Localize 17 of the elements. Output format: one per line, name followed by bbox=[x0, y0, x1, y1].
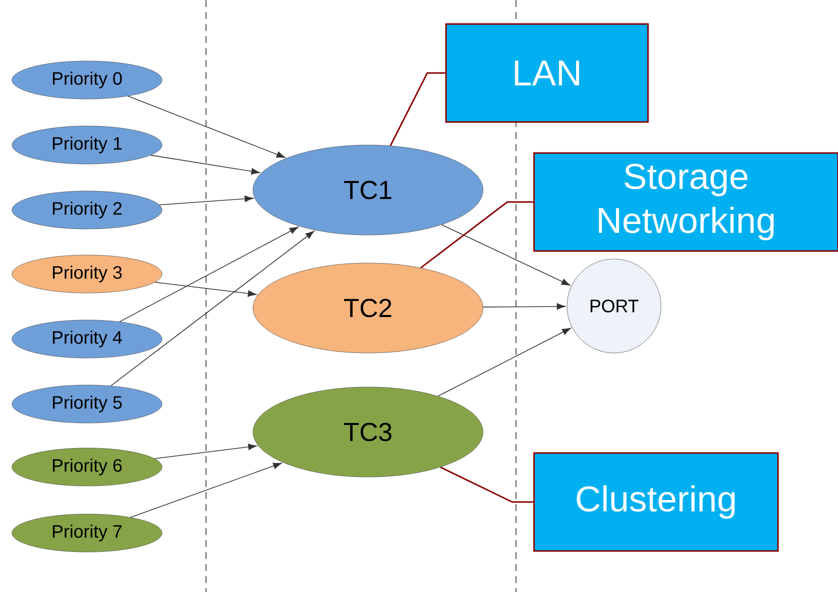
arrow bbox=[482, 303, 566, 310]
arrow bbox=[159, 196, 254, 206]
arrow bbox=[110, 230, 314, 386]
arrow bbox=[441, 224, 570, 286]
arrow bbox=[438, 328, 571, 397]
arrow bbox=[119, 226, 298, 322]
arrow bbox=[150, 154, 260, 175]
leader-line bbox=[440, 466, 534, 503]
arrow bbox=[154, 444, 257, 459]
arrow bbox=[154, 282, 257, 297]
callout-box: Clustering bbox=[533, 452, 779, 552]
callout-box: LAN bbox=[445, 23, 649, 123]
arrow bbox=[128, 96, 286, 158]
leader-line bbox=[420, 201, 534, 268]
arrow bbox=[130, 462, 282, 518]
leader-line bbox=[390, 72, 446, 146]
callout-box: Storage Networking bbox=[533, 152, 838, 252]
